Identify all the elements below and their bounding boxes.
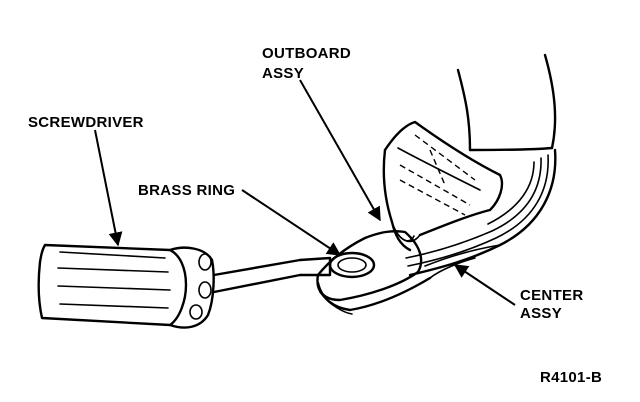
label-brass-ring: BRASS RING (138, 182, 235, 199)
label-outboard-line2: ASSY (262, 65, 304, 82)
label-center-line2: ASSY (520, 305, 562, 322)
screwdriver (37, 243, 332, 329)
label-screwdriver: SCREWDRIVER (28, 114, 144, 131)
leader-outboard (299, 79, 381, 222)
label-center-line1: CENTER (520, 287, 583, 304)
seat-back-outline (456, 53, 557, 152)
figure-id: R4101-B (540, 369, 602, 386)
buckle-plate (316, 230, 501, 315)
brass-ring (328, 251, 376, 279)
outboard-assy-belt (382, 120, 504, 252)
leader-brass-ring (241, 189, 342, 256)
leader-screwdriver (94, 129, 123, 247)
label-outboard-line1: OUTBOARD (262, 45, 351, 62)
leader-center (453, 264, 516, 306)
